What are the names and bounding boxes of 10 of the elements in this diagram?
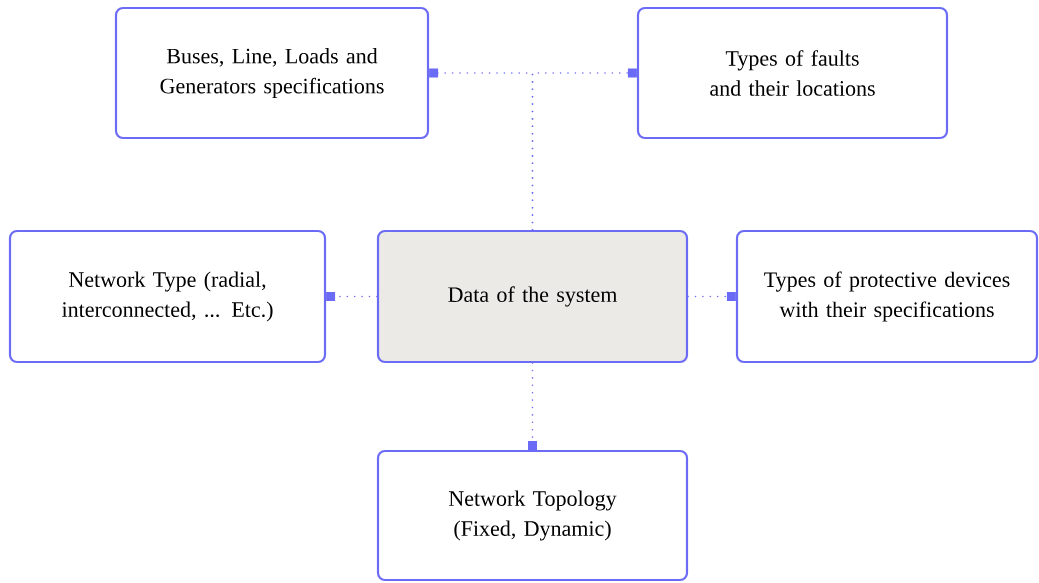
text-box: Types of faults and their locations — [636, 6, 949, 140]
text-box: Buses, Line, Loads and Generators specifications — [114, 6, 430, 140]
text-box: Types of protective devices with their specifications — [735, 229, 1039, 364]
connector — [687, 292, 736, 301]
text-box: Data of the system — [376, 229, 689, 364]
connector — [528, 362, 537, 450]
connector — [531, 68, 637, 231]
text-box: Network Type (radial, interconnected, ... Etc.) — [8, 229, 327, 364]
text-box: Network Topology (Fixed, Dynamic) — [376, 449, 689, 582]
connector — [326, 292, 378, 301]
